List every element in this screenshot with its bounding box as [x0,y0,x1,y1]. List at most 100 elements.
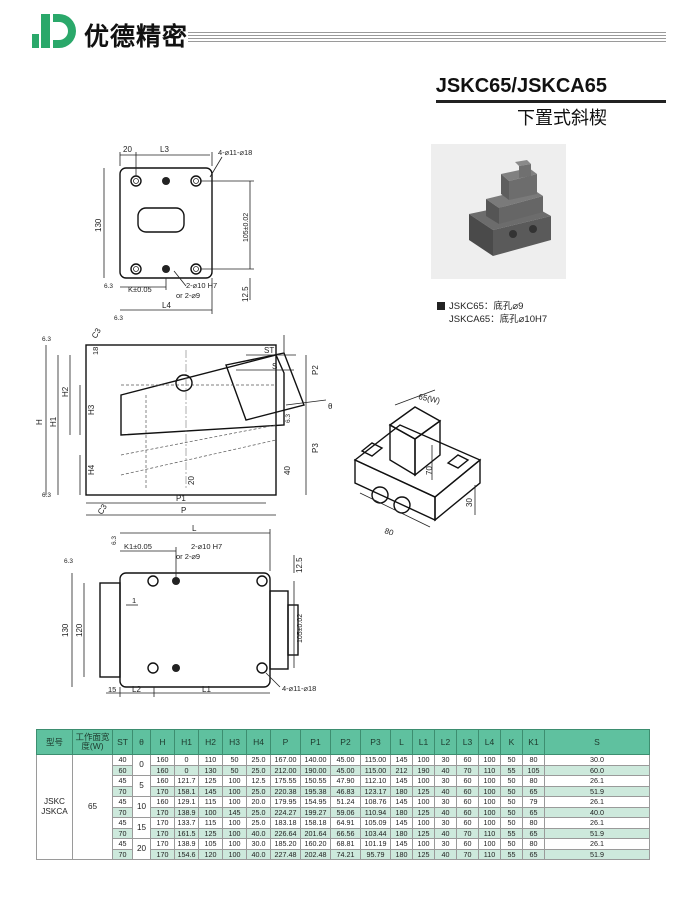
table-cell: 50 [500,806,523,818]
table-cell: 100 [198,806,223,818]
table-cell: 201.64 [300,827,331,839]
bottom-view-outline [119,572,271,688]
table-cell: 60 [112,764,133,776]
table-cell: 180 [390,848,413,860]
table-cell: 60 [456,785,479,797]
table-cell: 65 [522,806,545,818]
dim-12-5-label: 12.5 [295,557,304,573]
table-cell: 30 [434,838,457,850]
table-cell: 60.0 [544,764,650,776]
table-cell: 125 [412,827,435,839]
note-jskc65: JSKC65：底孔⌀9 [437,298,523,312]
table-cell: 65 [522,827,545,839]
table-cell: 195.38 [300,785,331,797]
col-header: K [500,729,523,755]
table-cell: 212 [390,764,413,776]
table-cell: 100 [478,796,501,808]
table-cell: 47.90 [330,775,361,787]
dim-120-label: 120 [75,623,84,637]
table-cell: 183.18 [270,817,301,829]
table-cell: 25.0 [246,817,271,829]
table-cell: 115 [198,817,223,829]
table-cell: 115.00 [360,764,391,776]
dim-105-label: 105±0.02 [297,614,304,643]
table-cell: 125 [198,775,223,787]
table-cell: 60 [456,775,479,787]
table-cell: 40.0 [246,827,271,839]
table-cell: 60 [456,817,479,829]
theta-cell: 10 [132,796,151,818]
dim-p1-label: P1 [176,494,186,503]
brand-name: 优德精密 [84,23,189,51]
surface-finish-label: 6.3 [285,414,292,423]
dim-105-label: 105±0.02 [243,213,250,242]
table-cell: 70 [456,764,479,776]
product-photo [431,144,566,279]
col-header: 型号 [36,729,73,755]
table-cell: 60 [456,754,479,766]
dim-130-label: 130 [61,623,70,637]
surface-finish-label: 6.3 [42,336,51,343]
table-cell: 145 [222,806,247,818]
table-cell: 202.48 [300,848,331,860]
col-header: K1 [522,729,545,755]
col-header: P1 [300,729,331,755]
table-cell: 123.17 [360,785,391,797]
surface-finish-label: 6.3 [64,558,73,565]
table-cell: 101.19 [360,838,391,850]
table-cell: 40.0 [544,806,650,818]
table-cell: 179.95 [270,796,301,808]
table-cell: 30 [434,775,457,787]
table-cell: 50 [500,817,523,829]
table-cell: 145 [390,775,413,787]
note-jskca65: JSKCA65：底孔⌀10H7 [449,314,548,325]
header-rule [188,41,666,42]
table-cell: 50 [222,764,247,776]
table-cell: 79 [522,796,545,808]
table-cell: 160 [150,775,175,787]
table-cell: 26.1 [544,838,650,850]
col-header: H [150,729,175,755]
table-cell: 50 [500,785,523,797]
table-cell: 190 [412,764,435,776]
table-cell: 40 [434,848,457,860]
table-cell: 50 [500,796,523,808]
table-cell: 40 [434,827,457,839]
table-cell: 100 [478,806,501,818]
table-cell: 51.24 [330,796,361,808]
header-rule [188,32,666,33]
table-cell: 100 [478,817,501,829]
table-cell: 105.09 [360,817,391,829]
table-cell: 100 [222,827,247,839]
col-header: θ [132,729,151,755]
table-cell: 30 [434,796,457,808]
table-cell: 55 [500,764,523,776]
table-cell: 70 [112,806,133,818]
table-cell: 120 [198,848,223,860]
table-cell: 110 [478,827,501,839]
table-cell: 110 [478,764,501,776]
col-header: P2 [330,729,361,755]
top-view-slot [137,207,185,233]
dim-k-label: K±0.05 [128,285,152,294]
table-cell: 121.7 [174,775,199,787]
table-cell: 100 [478,785,501,797]
table-cell: 103.44 [360,827,391,839]
table-cell: 108.76 [360,796,391,808]
table-cell: 45 [112,817,133,829]
dim-k1-label: K1±0.05 [124,542,152,551]
table-cell: 45 [112,796,133,808]
dim-l3-label: L3 [160,145,169,154]
table-cell: 115 [198,796,223,808]
theta-cell: 20 [132,838,151,860]
theta-cell: 0 [132,754,151,776]
table-cell: 40 [112,754,133,766]
table-cell: 161.5 [174,827,199,839]
table-cell: 150.55 [300,775,331,787]
table-cell: 25.0 [246,754,271,766]
table-cell: 80 [522,775,545,787]
table-cell: 45.00 [330,764,361,776]
table-cell: 125 [412,785,435,797]
